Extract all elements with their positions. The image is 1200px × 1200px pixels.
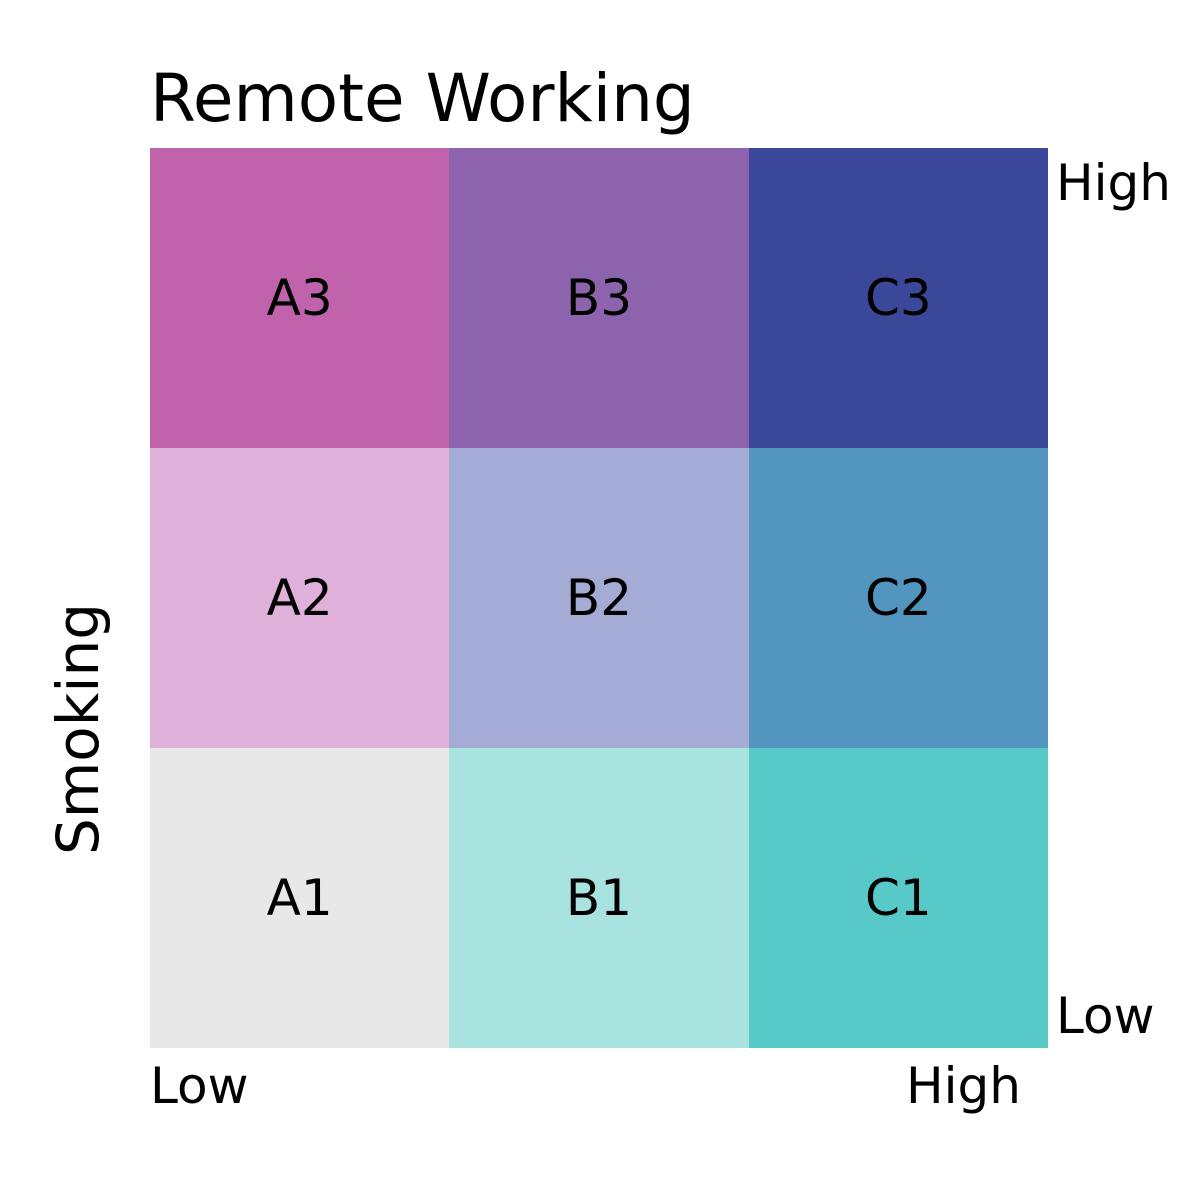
matrix-cell-a2[interactable]: A2: [150, 448, 450, 748]
x-axis-high-label: High: [906, 1057, 1021, 1115]
matrix-cell-label: B2: [565, 569, 633, 627]
matrix-cell-c2[interactable]: C2: [748, 448, 1048, 748]
matrix-cell-label: C1: [864, 869, 932, 927]
matrix-cell-label: B1: [565, 869, 633, 927]
matrix-cell-a3[interactable]: A3: [150, 148, 450, 448]
matrix-cell-label: A3: [266, 269, 333, 327]
matrix-cell-b1[interactable]: B1: [449, 748, 749, 1048]
matrix-cell-label: C2: [864, 569, 932, 627]
y-axis-low-label: Low: [1056, 987, 1155, 1045]
y-axis-high-label: High: [1056, 154, 1171, 212]
matrix-grid: A3 B3 C3 A2 B2 C2 A1 B1 C1: [150, 148, 1048, 1048]
matrix-cell-label: A1: [266, 869, 333, 927]
matrix-cell-b3[interactable]: B3: [449, 148, 749, 448]
matrix-cell-label: B3: [565, 269, 633, 327]
x-axis-low-label: Low: [150, 1057, 249, 1115]
page-title: Remote Working: [150, 60, 695, 137]
matrix-cell-c1[interactable]: C1: [748, 748, 1048, 1048]
matrix-cell-b2[interactable]: B2: [449, 448, 749, 748]
matrix-cell-c3[interactable]: C3: [748, 148, 1048, 448]
y-axis-title: Smoking: [44, 602, 112, 856]
matrix-cell-a1[interactable]: A1: [150, 748, 450, 1048]
matrix-cell-label: A2: [266, 569, 333, 627]
matrix-cell-label: C3: [864, 269, 932, 327]
